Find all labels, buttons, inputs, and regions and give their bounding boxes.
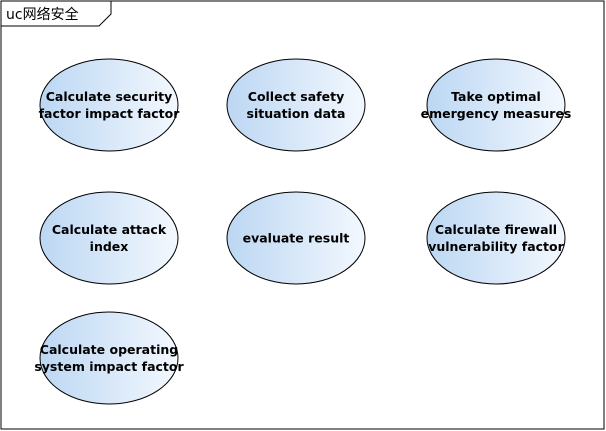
- uc-firewall-label-line: vulnerability factor: [428, 239, 564, 254]
- uc-security-factor: Calculate security factor impact factor: [39, 58, 181, 152]
- uc-attack-index-ellipse: [39, 191, 179, 285]
- uc-security-factor-label-line: Calculate security: [46, 89, 173, 104]
- uc-os-impact-ellipse: [39, 311, 179, 405]
- uc-collect-data-label-line: Collect safety: [248, 89, 344, 104]
- uc-evaluate-label-line: evaluate result: [243, 231, 350, 246]
- frame-name-tag: [0, 0, 112, 27]
- uc-os-impact-label-line: Calculate operating: [40, 342, 178, 357]
- uc-evaluate: evaluate result: [226, 191, 366, 285]
- uc-attack-index: Calculate attack index: [39, 191, 179, 285]
- uc-emergency-ellipse: [426, 58, 566, 152]
- uc-emergency: Take optimal emergency measures: [421, 58, 572, 152]
- uc-emergency-label-line: emergency measures: [421, 106, 572, 121]
- uc-attack-index-label-line: index: [90, 239, 129, 254]
- uc-attack-index-label-line: Calculate attack: [52, 222, 167, 237]
- uc-collect-data-label-line: situation data: [247, 106, 346, 121]
- uc-security-factor-label-line: factor impact factor: [39, 106, 181, 121]
- use-case-layer: Calculate security factor impact factor Co…: [34, 58, 572, 405]
- uc-collect-data: Collect safety situation data: [226, 58, 366, 152]
- frame-name-label: uc网络安全: [6, 6, 79, 23]
- uc-security-factor-ellipse: [39, 58, 179, 152]
- uc-os-impact: Calculate operating system impact factor: [34, 311, 184, 405]
- uc-os-impact-label-line: system impact factor: [34, 359, 184, 374]
- uc-evaluate-ellipse: [226, 191, 366, 285]
- uc-collect-data-ellipse: [226, 58, 366, 152]
- uc-emergency-label-line: Take optimal: [451, 89, 541, 104]
- uc-firewall-label-line: Calculate firewall: [435, 222, 557, 237]
- uc-firewall-ellipse: [426, 191, 566, 285]
- uc-firewall: Calculate firewall vulnerability factor: [426, 191, 566, 285]
